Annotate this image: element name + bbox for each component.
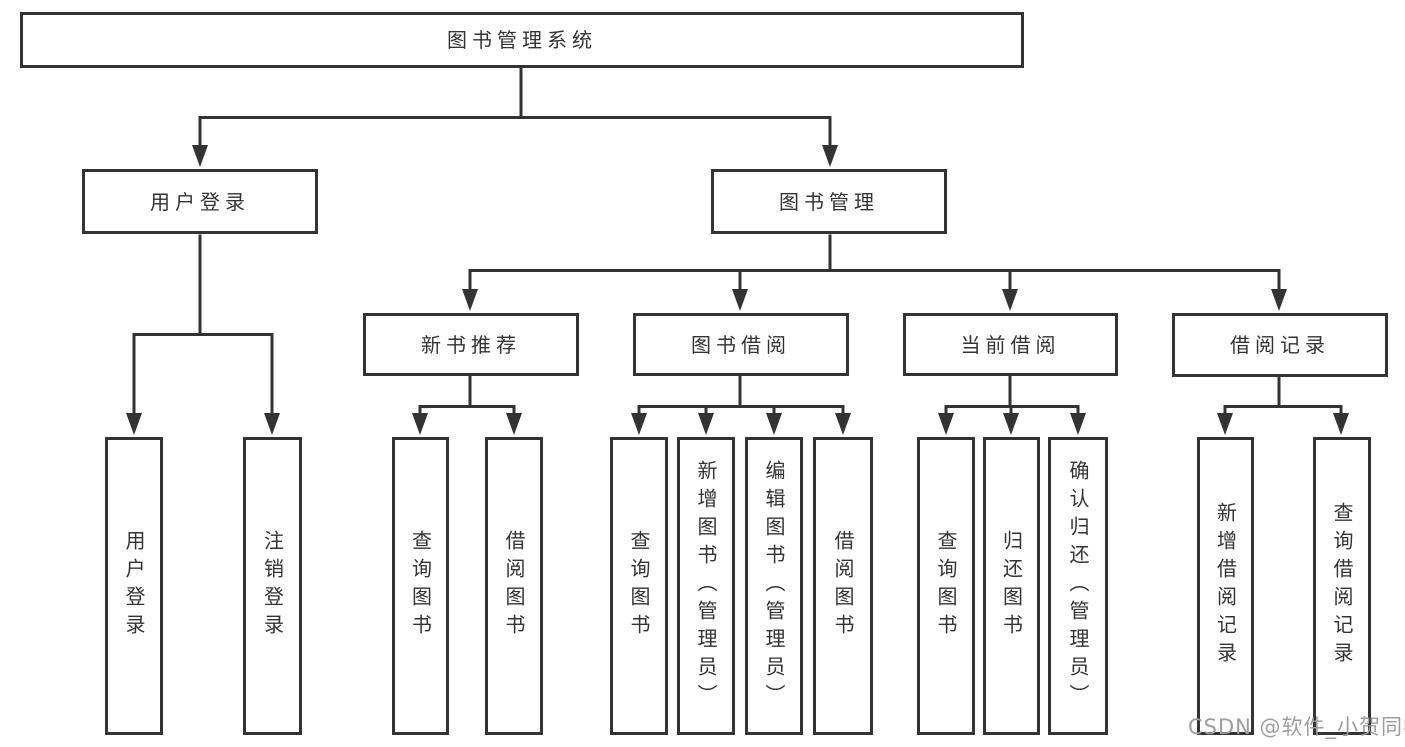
leaf-add-book-admin: 新增图书（管理员）	[677, 437, 735, 735]
leaf-edit-book-admin: 编辑图书（管理员）	[745, 437, 803, 735]
node-user-login-branch: 用户登录	[82, 169, 318, 234]
leaf-query-books-borrow: 查询图书	[610, 437, 668, 735]
leaf-query-books-current: 查询图书	[917, 437, 975, 735]
leaf-return-book: 归还图书	[983, 437, 1040, 735]
leaf-add-borrow-record: 新增借阅记录	[1197, 437, 1254, 735]
leaf-borrow-books: 借阅图书	[813, 437, 873, 735]
node-book-borrow: 图书借阅	[633, 313, 849, 376]
node-root: 图书管理系统	[20, 12, 1024, 68]
leaf-query-books-recommend: 查询图书	[392, 437, 449, 735]
node-new-book-recommend: 新书推荐	[363, 313, 579, 376]
arrowheads	[126, 145, 1349, 435]
node-book-management: 图书管理	[711, 169, 947, 234]
node-current-borrow: 当前借阅	[903, 313, 1118, 376]
leaf-logout: 注销登录	[243, 437, 302, 735]
leaf-user-login: 用户登录	[105, 437, 163, 735]
leaf-confirm-return-admin: 确认归还（管理员）	[1048, 437, 1108, 735]
leaf-borrow-books-recommend: 借阅图书	[485, 437, 543, 735]
node-borrow-records: 借阅记录	[1172, 313, 1388, 377]
leaf-query-borrow-record: 查询借阅记录	[1313, 437, 1371, 735]
watermark-text: CSDN @软件_小贺同学	[1188, 715, 1405, 739]
